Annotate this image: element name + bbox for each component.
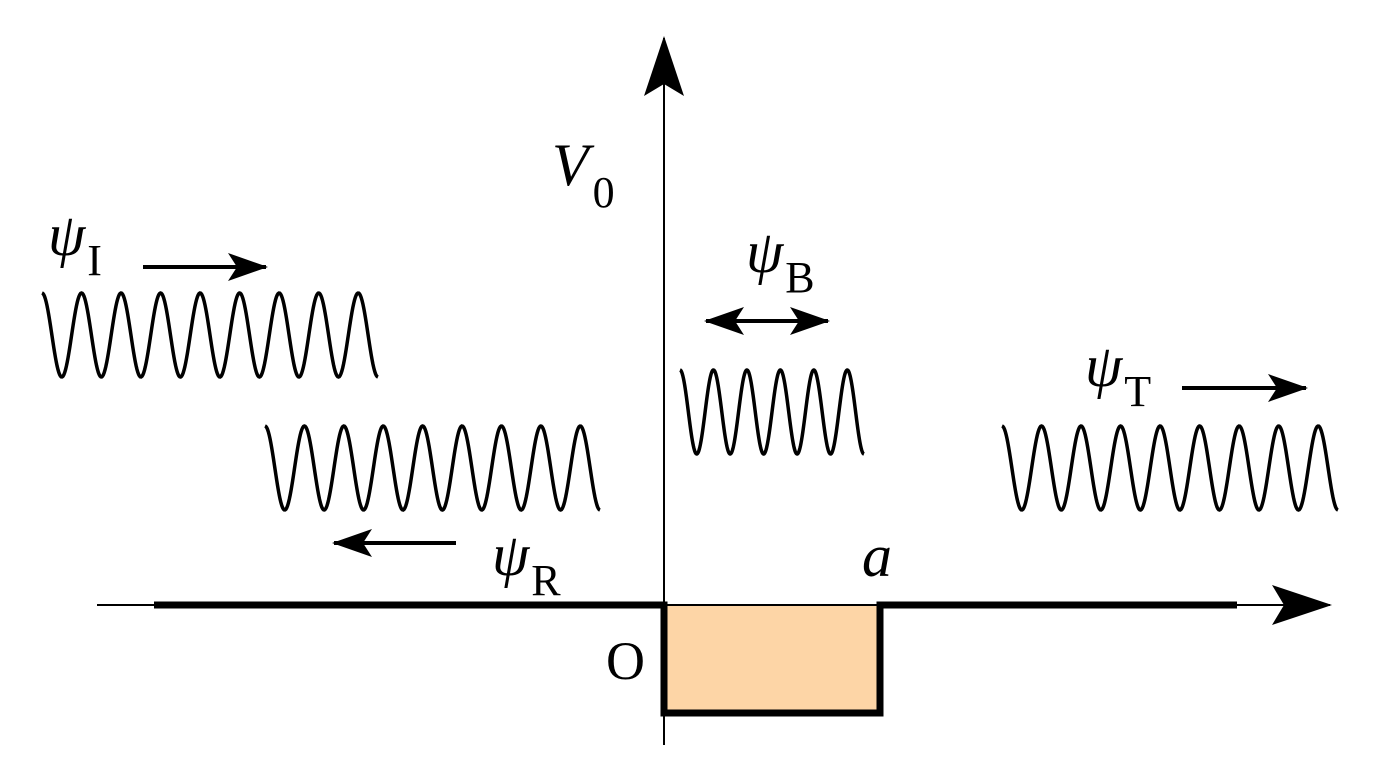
incident-wave bbox=[41, 291, 379, 379]
origin-label: O bbox=[606, 631, 645, 691]
psi-incident-symbol: ψ bbox=[48, 202, 86, 268]
psi-incident-subscript: I bbox=[87, 236, 102, 285]
potential-profile bbox=[154, 601, 1237, 717]
width-label: a bbox=[862, 523, 892, 589]
psi-transmitted-subscript: T bbox=[1124, 367, 1152, 416]
potential-well bbox=[664, 605, 880, 713]
psi-transmitted-symbol: ψ bbox=[1085, 333, 1123, 399]
psi-barrier-label: ψB bbox=[746, 219, 815, 300]
psi-reflected-symbol: ψ bbox=[492, 522, 530, 588]
transmitted-wave bbox=[1001, 424, 1339, 512]
potential-subscript: 0 bbox=[592, 168, 615, 217]
psi-transmitted-label: ψT bbox=[1085, 333, 1151, 414]
psi-barrier-subscript: B bbox=[785, 253, 815, 302]
reflected-wave bbox=[264, 424, 601, 512]
psi-incident-label: ψI bbox=[48, 202, 102, 283]
barrier-wave bbox=[679, 368, 865, 456]
potential-symbol: V bbox=[552, 132, 589, 198]
psi-barrier-symbol: ψ bbox=[746, 219, 784, 285]
potential-label: V0 bbox=[552, 132, 615, 215]
psi-reflected-subscript: R bbox=[531, 556, 561, 605]
psi-reflected-label: ψR bbox=[492, 522, 561, 603]
